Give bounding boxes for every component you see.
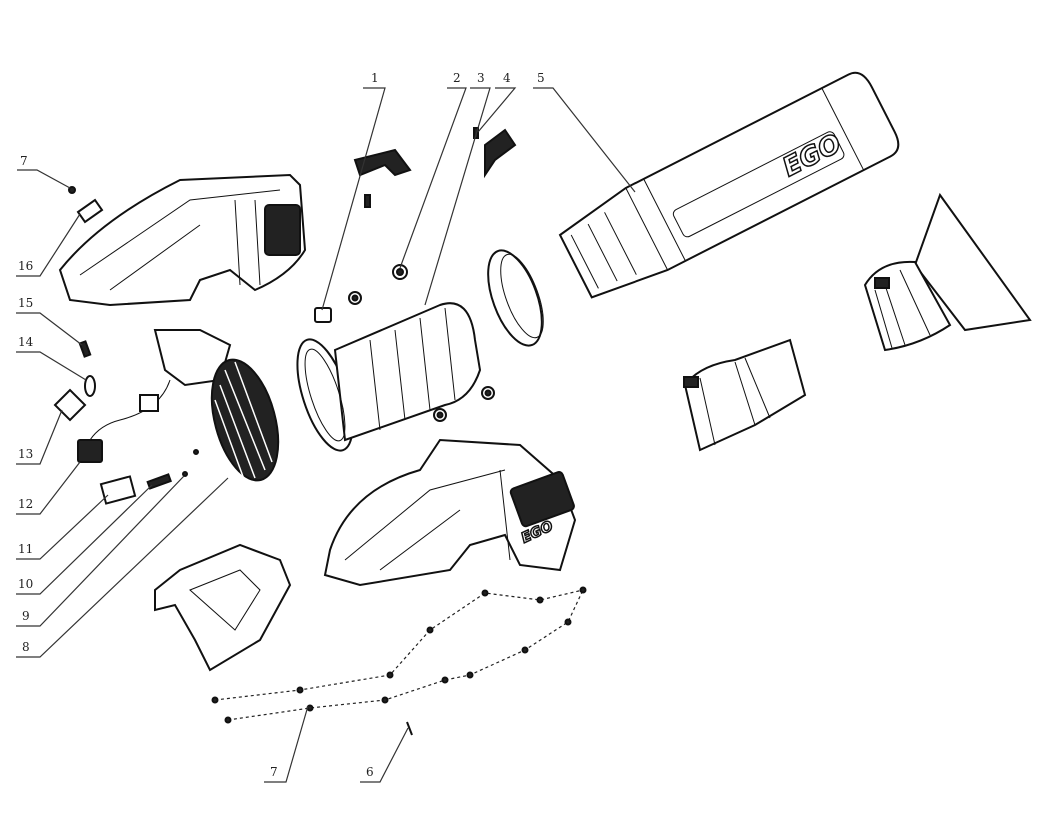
- right-housing-half: EGO: [323, 438, 577, 587]
- svg-text:13: 13: [18, 447, 33, 461]
- svg-text:3: 3: [477, 71, 485, 85]
- battery-receptacle: [154, 543, 292, 672]
- callout-7-left: 7: [17, 154, 71, 189]
- svg-text:12: 12: [18, 497, 33, 511]
- callout-12: 12: [16, 461, 81, 515]
- svg-text:7: 7: [270, 765, 278, 779]
- motor-housing: [296, 302, 482, 452]
- callout-6: 6: [360, 727, 409, 783]
- callout-11: 11: [16, 494, 109, 560]
- callout-3: 3: [424, 71, 491, 306]
- trigger-parts: [353, 127, 517, 208]
- svg-text:11: 11: [18, 542, 33, 556]
- svg-text:15: 15: [18, 296, 33, 310]
- callout-5: 5: [533, 71, 636, 193]
- blower-tube: EGO: [558, 71, 900, 299]
- small-parts: [53, 186, 199, 505]
- svg-text:6: 6: [366, 765, 374, 779]
- callout-13: 13: [16, 409, 63, 465]
- fan-impeller: [210, 358, 280, 483]
- callout-14: 14: [16, 335, 87, 381]
- callout-9: 9: [16, 475, 185, 627]
- svg-text:9: 9: [22, 609, 30, 623]
- callout-8: 8: [16, 477, 229, 658]
- svg-text:7: 7: [20, 154, 28, 168]
- callout-1: 1: [321, 71, 386, 311]
- svg-text:4: 4: [503, 71, 511, 85]
- callout-4: 4: [477, 71, 517, 133]
- svg-text:8: 8: [22, 640, 30, 654]
- callout-10: 10: [16, 484, 153, 595]
- callout-16: 16: [16, 213, 81, 277]
- svg-text:10: 10: [18, 577, 33, 591]
- left-housing-half: [58, 173, 307, 307]
- svg-text:1: 1: [371, 71, 379, 85]
- svg-text:5: 5: [537, 71, 545, 85]
- callout-15: 15: [16, 296, 83, 346]
- svg-text:16: 16: [18, 259, 33, 273]
- round-nozzle: [683, 338, 807, 452]
- callout-2: 2: [399, 71, 467, 269]
- switch-wiring-assembly: [77, 329, 232, 463]
- screw-set: [211, 586, 587, 736]
- retaining-ring: [487, 249, 544, 347]
- svg-text:14: 14: [18, 335, 34, 349]
- wide-flat-nozzle: [863, 192, 1032, 352]
- callout-7-bottom: 7: [264, 705, 309, 783]
- svg-text:2: 2: [453, 71, 461, 85]
